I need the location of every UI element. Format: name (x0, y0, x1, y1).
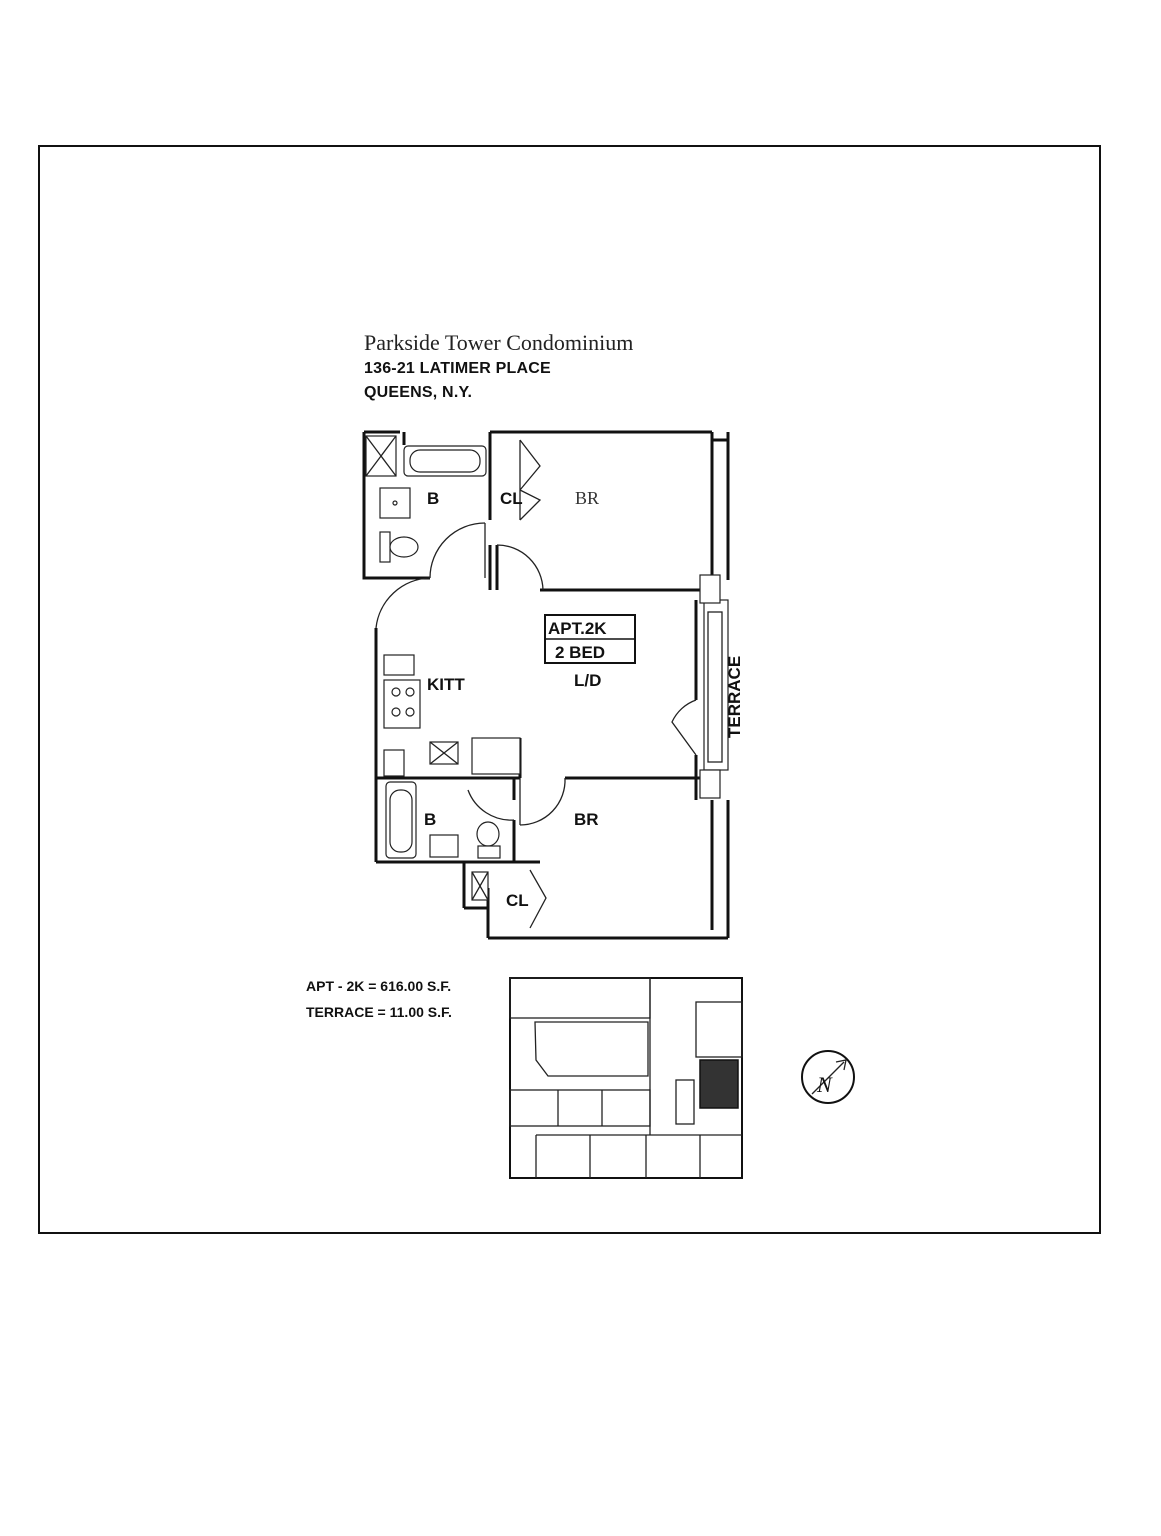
bed-count-label: 2 BED (555, 643, 605, 662)
key-plan (509, 977, 743, 1179)
entry-door (375, 577, 431, 629)
room-label-closet-bottom: CL (506, 891, 529, 910)
room-label-bath-bottom: B (424, 810, 436, 829)
closet-bottom (471, 869, 547, 929)
building-name: Parkside Tower Condominium (364, 330, 634, 355)
kitchen-fixtures (383, 654, 521, 777)
apartment-area: APT - 2K = 616.00 S.F. (306, 978, 452, 994)
terrace-area-label: TERRACE = 11.00 S.F. (306, 1004, 452, 1020)
bath-fixtures-top (365, 435, 487, 579)
bedroom-bottom-door (519, 777, 566, 826)
room-label-terrace: TERRACE (725, 656, 744, 738)
terrace-area (671, 574, 729, 799)
bath-fixtures-bottom (385, 781, 515, 859)
address-line-1: 136-21 LATIMER PLACE (364, 360, 551, 377)
room-label-bedroom-bottom: BR (574, 810, 599, 829)
compass-letter: N (816, 1072, 833, 1097)
room-label-closet-top: CL (500, 489, 523, 508)
closet-top-doors (519, 439, 542, 521)
room-label-bath-top: B (427, 489, 439, 508)
room-label-living-dining: L/D (574, 671, 601, 690)
address-line-2: QUEENS, N.Y. (364, 384, 473, 401)
room-label-bedroom-top: BR (575, 488, 599, 508)
unit-label: APT.2K (548, 619, 607, 638)
bedroom-top-door (496, 544, 544, 591)
unit-walls (362, 430, 730, 940)
north-arrow-icon: N (801, 1050, 855, 1104)
room-label-kitchen: KITT (427, 675, 465, 694)
page-frame (38, 145, 1101, 1234)
